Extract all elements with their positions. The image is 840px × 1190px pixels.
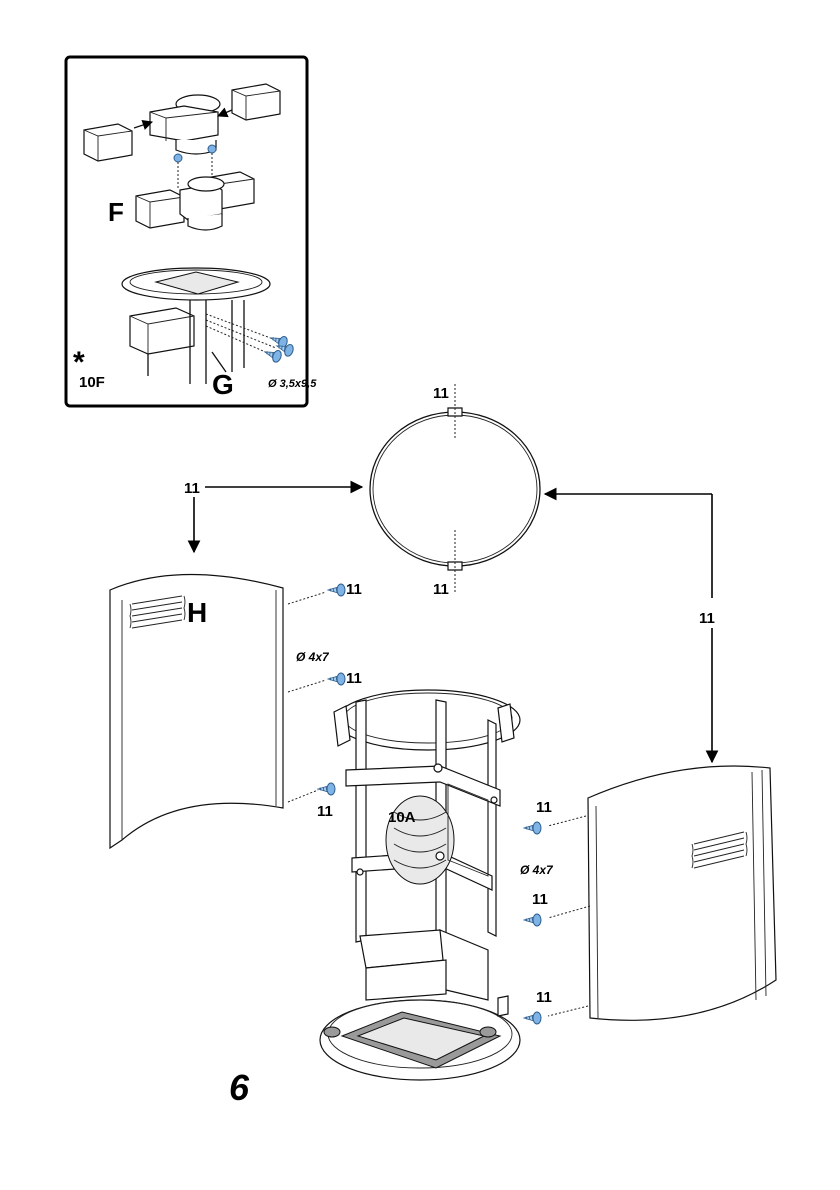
inset-screw-size: Ø 3,5x9,5 <box>268 378 317 390</box>
left-screws <box>288 584 345 802</box>
panel-label-h: H <box>187 597 207 628</box>
motor-frame-10a <box>320 690 520 1080</box>
ring-top-label: 11 <box>433 385 449 402</box>
right-screws <box>524 816 590 1024</box>
right-screw-label-1: 11 <box>536 799 552 816</box>
inset-label-g: G <box>212 369 234 400</box>
right-screw-label-3: 11 <box>536 989 552 1006</box>
right-arrow-label: 11 <box>699 610 715 627</box>
right-screw-size: Ø 4x7 <box>520 863 554 877</box>
support-ring <box>370 384 540 592</box>
left-screw-label-1: 11 <box>346 581 362 598</box>
left-screw-label-2: 11 <box>346 670 362 687</box>
inset-label-f: F <box>108 197 124 227</box>
ring-bottom-label: 11 <box>433 581 449 598</box>
left-screw-label-3: 11 <box>317 803 333 820</box>
motor-ref-label: 10A <box>388 809 416 826</box>
step-number: 6 <box>229 1067 250 1108</box>
chimney-panel-right <box>588 766 776 1020</box>
inset-ref-10f: 10F <box>79 374 105 391</box>
left-screw-size: Ø 4x7 <box>296 650 330 664</box>
inset-panel: F G * 10F Ø 3,5x9,5 <box>66 57 317 406</box>
right-screw-label-2: 11 <box>532 891 548 908</box>
left-arrow-label: 11 <box>184 480 200 497</box>
